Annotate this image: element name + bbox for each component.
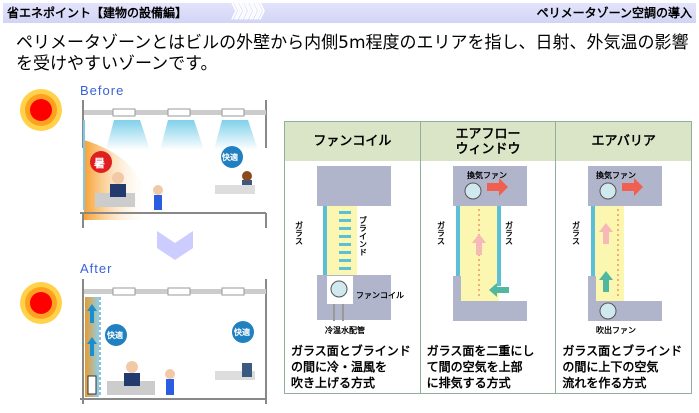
air-barrier-diagram: 換気ファン ガラス 吹出ファン — [572, 166, 663, 335]
chevron-decoration: 》》》》》》 — [231, 2, 274, 23]
header-bar: 省エネポイント【建物の設備編】 》》》》》》 ペリメータゾーン空調の導入 — [3, 3, 696, 23]
sun-icon — [20, 89, 62, 131]
glass-label: ガラス — [572, 220, 581, 245]
glass-label: ガラス — [504, 220, 513, 245]
before-office-illustration — [80, 100, 267, 228]
airflow-window-diagram: 換気ファン ガラス ガラス — [436, 166, 527, 321]
comfort-bubble: 快適 — [234, 328, 250, 337]
method-title: エアフロー ウィンドウ — [420, 122, 556, 161]
method-description: ガラス面とブラインド の間に上下の空気 流れを作る方式 — [562, 344, 683, 390]
method-comparison-table: ファンコイル ガラス ブラインド ファンコイル 冷温水配管 ガラス面とブラインド… — [284, 121, 692, 394]
fan-label: 換気ファン — [596, 170, 636, 180]
method-description: ガラス面を二重にし て間の空気を上部 に排気する方式 — [426, 344, 535, 390]
after-label: After — [80, 261, 113, 276]
fan-label: 換気ファン — [467, 170, 507, 180]
blow-fan-label: 吹出ファン — [596, 325, 636, 335]
lead-text: ペリメータゾーンとはビルの外壁から内側5m程度のエリアを指し、日射、外気温の影響… — [16, 33, 689, 74]
pipe-label: 冷温水配管 — [325, 325, 365, 335]
comfort-bubble: 快適 — [222, 153, 238, 162]
fancoil-diagram: ガラス ブラインド ファンコイル 冷温水配管 — [295, 166, 404, 335]
method-title: エアバリア — [556, 122, 692, 161]
glass-label: ガラス — [295, 220, 304, 245]
method-description: ガラス面とブラインド の間に冷・温風を 吹き上げる方式 — [291, 344, 411, 390]
down-arrow-icon — [157, 231, 193, 260]
after-office-illustration — [80, 279, 267, 404]
before-label: Before — [80, 83, 125, 98]
section-title: 省エネポイント【建物の設備編】 — [7, 6, 188, 20]
glass-label: ガラス — [436, 220, 445, 245]
method-air-barrier: エアバリア 換気ファン ガラス 吹出ファン ガラス面とブラインド の間に上下の空… — [556, 122, 692, 393]
method-title: ファンコイル — [285, 122, 420, 161]
blind-label: ブラインド — [359, 215, 368, 256]
fancoil-label: ファンコイル — [356, 291, 404, 300]
method-fancoil: ファンコイル ガラス ブラインド ファンコイル 冷温水配管 ガラス面とブラインド… — [285, 122, 421, 393]
hot-bubble: 暑 — [94, 157, 105, 170]
comfort-bubble: 快適 — [107, 331, 123, 340]
sun-icon — [20, 282, 62, 324]
page-topic: ペリメータゾーン空調の導入 — [536, 6, 692, 20]
method-airflow-window: エアフロー ウィンドウ 換気ファン ガラス ガラス ガラス面を二重にし て間の空… — [420, 122, 557, 393]
